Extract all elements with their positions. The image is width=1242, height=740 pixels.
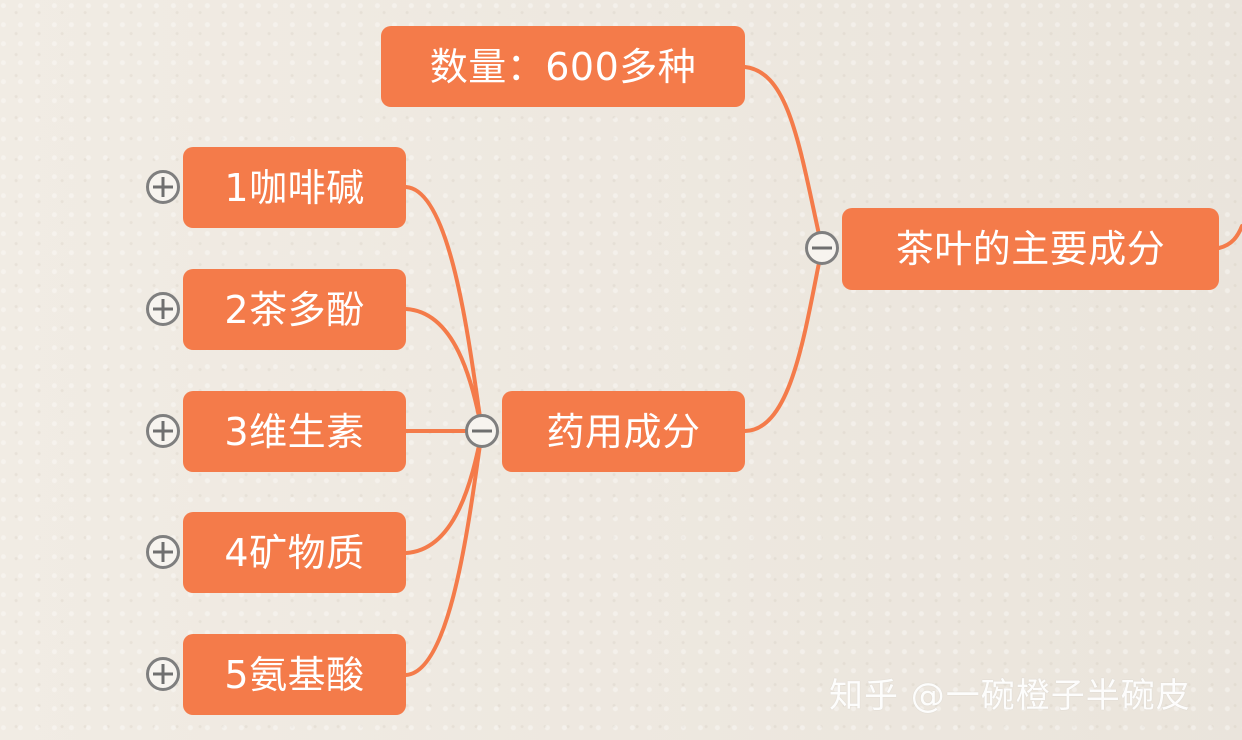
root-collapse-icon[interactable] [805,231,839,265]
connector-root-right-stub [1217,224,1242,250]
medicinal-collapse-icon[interactable] [465,414,499,448]
polyphenol-expand-icon[interactable] [146,292,180,326]
connector-root-to-medicinal [743,246,824,433]
count-node[interactable]: 数量：600多种 [381,26,745,107]
caffeine-node[interactable]: 1咖啡碱 [183,147,406,228]
caffeine-expand-icon[interactable] [146,170,180,204]
root-node[interactable]: 茶叶的主要成分 [842,208,1219,290]
amino-acid-node[interactable]: 5氨基酸 [183,634,406,715]
amino-acid-expand-icon[interactable] [146,657,180,691]
medicinal-node[interactable]: 药用成分 [502,391,745,472]
vitamin-expand-icon[interactable] [146,414,180,448]
mineral-node[interactable]: 4矿物质 [183,512,406,593]
mineral-expand-icon[interactable] [146,535,180,569]
polyphenol-node[interactable]: 2茶多酚 [183,269,406,350]
connector-root-to-count [743,65,824,250]
watermark: 知乎 @一碗橙子半碗皮 [829,676,1191,716]
connector-medicinal-to-amino [404,429,484,677]
vitamin-node[interactable]: 3维生素 [183,391,406,472]
connector-medicinal-to-caffeine [404,185,484,433]
connector-medicinal-to-polyphenol [404,307,484,433]
connector-medicinal-to-mineral [404,429,484,555]
